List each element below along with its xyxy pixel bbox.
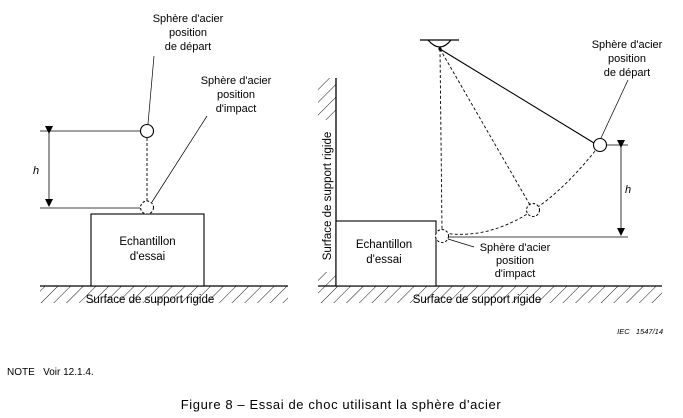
right-pivot-bracket — [427, 39, 452, 48]
right-impact-label-line1: Sphère d'acier — [480, 242, 551, 254]
right-string-start — [439, 48, 595, 144]
figure-caption: Figure 8 – Essai de choc utilisant la sp… — [181, 397, 502, 412]
left-specimen-box — [90, 213, 205, 287]
left-start-leader — [147, 55, 155, 125]
left-impact-leader — [151, 115, 208, 203]
right-start-leader — [600, 79, 629, 139]
left-height-label: h — [33, 165, 39, 177]
left-specimen-label-line1: Echantillon — [119, 236, 175, 248]
right-wall-label-bg — [318, 120, 336, 272]
right-impact-sphere — [435, 229, 449, 243]
iec-reference: IEC 1547/14 — [617, 327, 663, 336]
right-height-label: h — [625, 184, 631, 196]
left-start-sphere — [139, 123, 155, 139]
right-specimen-box — [335, 220, 437, 287]
left-start-label-line3: de départ — [165, 41, 211, 53]
left-impact-label-line3: d'impact — [216, 103, 257, 115]
right-specimen-label-line2: d'essai — [366, 254, 401, 266]
right-start-label-line1: Sphère d'acier — [592, 39, 663, 51]
right-specimen-label-line1: Echantillon — [356, 239, 412, 251]
right-ground-hatch — [318, 286, 662, 303]
left-impact-label-line2: position — [217, 89, 255, 101]
left-specimen-label-line2: d'essai — [130, 251, 165, 263]
right-string-mid — [439, 48, 531, 206]
left-surface-label: Surface de support rigide — [86, 294, 215, 306]
right-swing-arc — [442, 150, 596, 235]
right-impact-label-line3: d'impact — [495, 268, 536, 280]
left-start-label-line1: Sphère d'acier — [153, 13, 224, 25]
right-surface-label: Surface de support rigide — [413, 294, 542, 306]
right-mid-sphere — [526, 203, 540, 217]
left-impact-sphere — [140, 200, 154, 215]
left-diagram: Echantillon d'essai h Sphère d'acier pos… — [33, 13, 288, 306]
right-impact-leader — [447, 238, 475, 248]
left-impact-label-line1: Sphère d'acier — [201, 75, 272, 87]
right-wall-label: Surface de support rigide — [322, 132, 334, 261]
right-impact-label-line2: position — [496, 255, 534, 267]
right-start-label-line3: de départ — [604, 67, 650, 79]
left-start-label-line2: position — [169, 27, 207, 39]
note-text: NOTE Voir 12.1.4. — [7, 367, 94, 378]
left-ground-hatch — [40, 286, 288, 303]
right-start-label-line2: position — [608, 53, 646, 65]
right-string-impact — [439, 48, 443, 231]
right-start-sphere — [592, 137, 608, 153]
right-diagram: Surface de support rigide Echantillon d'… — [318, 39, 663, 306]
